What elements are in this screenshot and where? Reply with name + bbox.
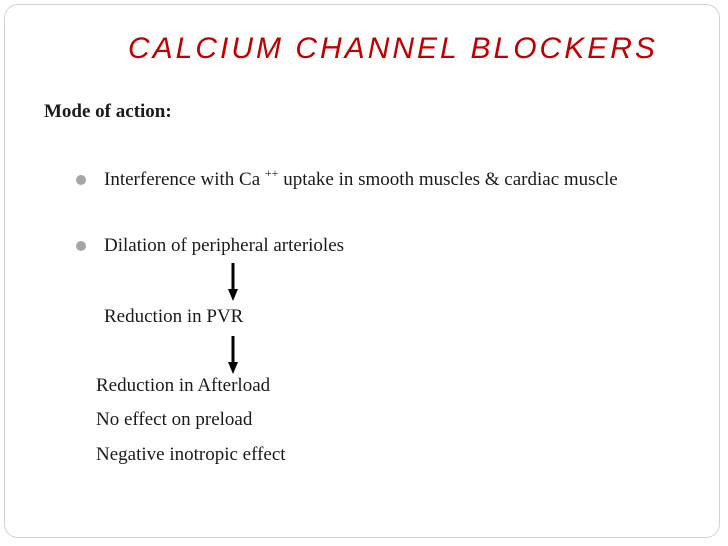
circle-bullet-icon <box>76 175 86 185</box>
arrow-down-icon <box>228 336 238 374</box>
bullet-text-part: Interference with Ca <box>104 169 265 190</box>
step-reduction-pvr: Reduction in PVR <box>104 306 244 327</box>
step-inotropic: Negative inotropic effect <box>96 444 286 465</box>
bullet-text: Dilation of peripheral arterioles <box>104 235 345 256</box>
bullet-item-dilation: Dilation of peripheral arterioles <box>76 228 649 264</box>
bullet-item-calcium-uptake: Interference with Ca ++ uptake in smooth… <box>76 162 649 198</box>
bullet-text-part: uptake in smooth muscles & cardiac muscl… <box>278 169 618 190</box>
arrow-down-icon <box>228 263 238 301</box>
circle-bullet-icon <box>76 241 86 251</box>
step-preload: No effect on preload <box>96 409 253 430</box>
slide-frame <box>4 4 720 538</box>
slide-title: CALCIUM CHANNEL BLOCKERS <box>128 32 658 65</box>
section-heading: Mode of action: <box>44 101 172 122</box>
bullet-text: Interference with Ca ++ uptake in smooth… <box>104 162 649 198</box>
step-reduction-afterload: Reduction in Afterload <box>96 375 271 396</box>
superscript-charge: ++ <box>264 166 279 180</box>
